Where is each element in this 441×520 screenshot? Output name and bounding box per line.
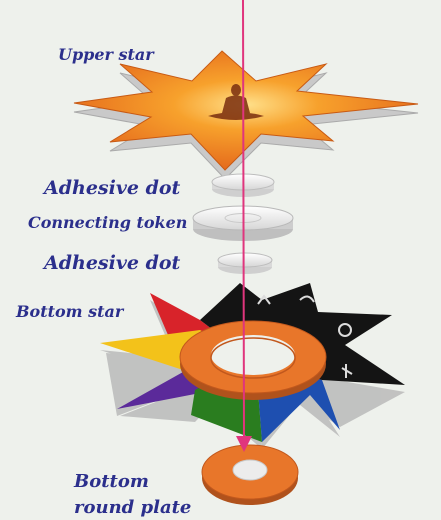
connecting-token-label: Connecting token: [28, 214, 187, 232]
adhesive-dot-lower: [218, 253, 272, 274]
bottom-round-plate-label-line2: round plate: [74, 498, 191, 519]
adhesive-dot-label-lower: Adhesive dot: [44, 253, 180, 275]
upper-star-label: Upper star: [58, 46, 154, 64]
upper-star: [74, 51, 418, 179]
bottom-round-plate-label-line1: Bottom: [74, 472, 149, 493]
bottom-star: [100, 283, 405, 449]
bottom-round-plate: [202, 445, 298, 505]
bottom-star-label: Bottom star: [16, 303, 123, 321]
adhesive-dot-label-upper: Adhesive dot: [44, 178, 180, 200]
